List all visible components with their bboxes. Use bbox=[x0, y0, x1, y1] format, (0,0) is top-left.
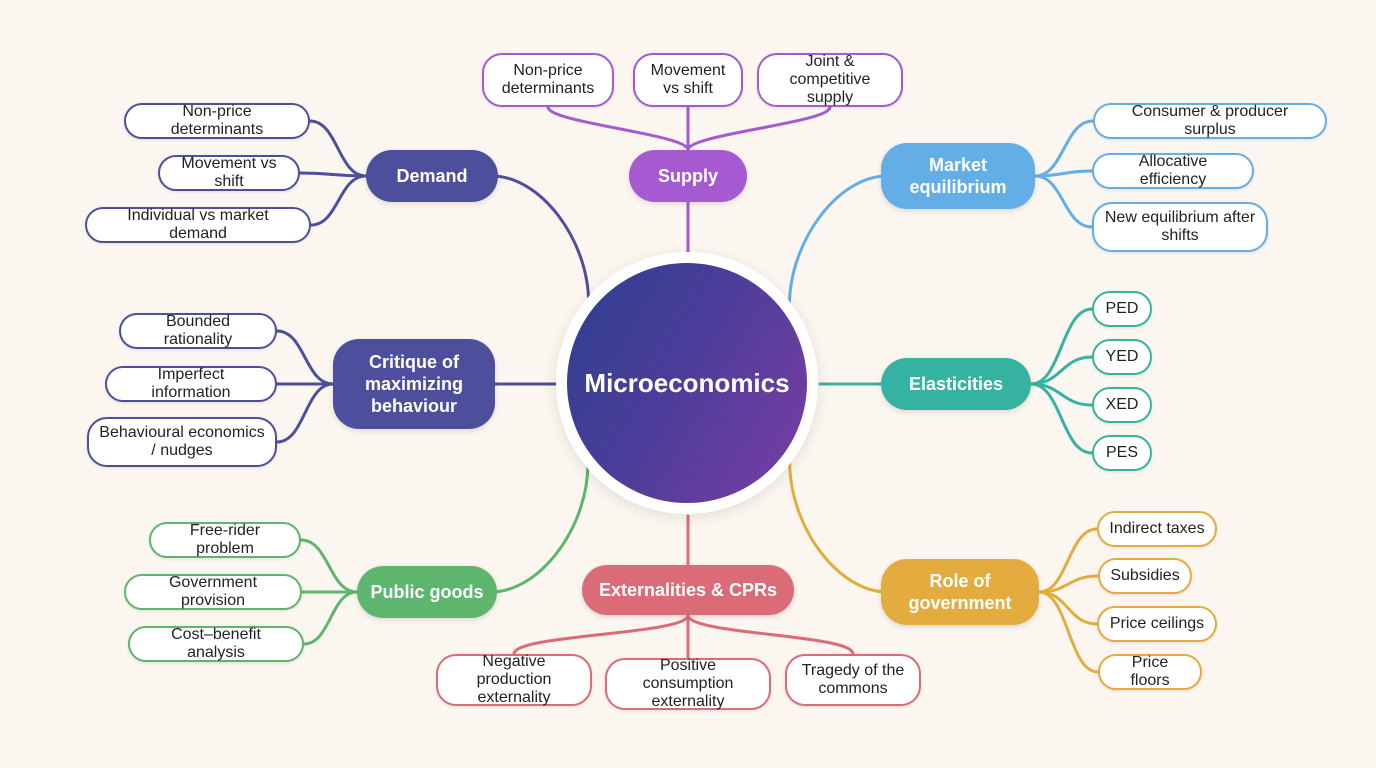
connector-center-public bbox=[489, 462, 590, 594]
connector-government-leaf-3 bbox=[1037, 590, 1100, 674]
branch-demand[interactable]: Demand bbox=[366, 150, 498, 202]
leaf-tragedy-of-the-commons[interactable]: Tragedy of the commons bbox=[785, 654, 921, 706]
connector-government-leaf-2 bbox=[1037, 590, 1099, 626]
connector-market-leaf-2 bbox=[1033, 174, 1094, 229]
leaf-new-equilibrium-after-shifts[interactable]: New equilibrium after shifts bbox=[1092, 202, 1268, 252]
leaf-consumer-producer-surplus[interactable]: Consumer & producer surplus bbox=[1093, 103, 1327, 139]
leaf-government-provision[interactable]: Government provision bbox=[124, 574, 302, 610]
leaf-supply-movement-vs-shift[interactable]: Movement vs shift bbox=[633, 53, 743, 107]
connector-externalities-leaf-2 bbox=[686, 613, 855, 656]
leaf-allocative-efficiency[interactable]: Allocative efficiency bbox=[1092, 153, 1254, 189]
connector-demand-leaf-0 bbox=[308, 119, 368, 178]
leaf-price-floors[interactable]: Price floors bbox=[1098, 654, 1202, 690]
leaf-negative-production-externality[interactable]: Negative production externality bbox=[436, 653, 592, 706]
leaf-positive-consumption-externality[interactable]: Positive consumption externality bbox=[605, 657, 771, 710]
leaf-joint-competitive-supply[interactable]: Joint & competitive supply bbox=[757, 53, 903, 107]
leaf-demand-movement-vs-shift[interactable]: Movement vs shift bbox=[158, 155, 300, 191]
connector-center-government bbox=[788, 460, 889, 594]
connector-demand-leaf-1 bbox=[298, 171, 368, 178]
leaf-subsidies[interactable]: Subsidies bbox=[1098, 558, 1192, 594]
leaf-ped[interactable]: PED bbox=[1092, 291, 1152, 327]
connector-government-leaf-0 bbox=[1037, 527, 1099, 594]
connector-center-demand bbox=[490, 174, 591, 305]
connector-supply-leaf-2 bbox=[686, 105, 832, 152]
connector-center-market bbox=[787, 174, 889, 308]
branch-externalities-cprs[interactable]: Externalities & CPRs bbox=[582, 565, 794, 615]
central-topic-node[interactable]: Microeconomics bbox=[556, 252, 818, 514]
leaf-supply-non-price-determinants[interactable]: Non-price determinants bbox=[482, 53, 614, 107]
leaf-pes[interactable]: PES bbox=[1092, 435, 1152, 471]
leaf-demand-non-price-determinants[interactable]: Non-price determinants bbox=[124, 103, 310, 139]
leaf-behavioural-economics-nudges[interactable]: Behavioural economics / nudges bbox=[87, 417, 277, 467]
connector-elasticities-leaf-0 bbox=[1029, 307, 1094, 386]
leaf-yed[interactable]: YED bbox=[1092, 339, 1152, 375]
branch-critique-of-maximizing-behaviour[interactable]: Critique of maximizing behaviour bbox=[333, 339, 495, 429]
central-topic-circle: Microeconomics bbox=[567, 263, 807, 503]
leaf-bounded-rationality[interactable]: Bounded rationality bbox=[119, 313, 277, 349]
branch-elasticities[interactable]: Elasticities bbox=[881, 358, 1031, 410]
connector-demand-leaf-2 bbox=[309, 174, 368, 227]
leaf-xed[interactable]: XED bbox=[1092, 387, 1152, 423]
leaf-cost-benefit-analysis[interactable]: Cost–benefit analysis bbox=[128, 626, 304, 662]
central-topic-label: Microeconomics bbox=[584, 367, 790, 398]
branch-market-equilibrium[interactable]: Market equilibrium bbox=[881, 143, 1035, 209]
connector-critique-leaf-2 bbox=[275, 382, 335, 444]
leaf-imperfect-information[interactable]: Imperfect information bbox=[105, 366, 277, 402]
connector-public-leaf-2 bbox=[302, 590, 359, 646]
connector-elasticities-leaf-3 bbox=[1029, 382, 1094, 455]
connector-public-leaf-0 bbox=[299, 538, 359, 594]
connector-externalities-leaf-0 bbox=[512, 613, 690, 656]
branch-role-of-government[interactable]: Role of government bbox=[881, 559, 1039, 625]
leaf-free-rider-problem[interactable]: Free-rider problem bbox=[149, 522, 301, 558]
leaf-price-ceilings[interactable]: Price ceilings bbox=[1097, 606, 1217, 642]
connector-critique-leaf-0 bbox=[275, 329, 335, 386]
connector-supply-leaf-0 bbox=[546, 105, 690, 152]
branch-supply[interactable]: Supply bbox=[629, 150, 747, 202]
leaf-individual-vs-market-demand[interactable]: Individual vs market demand bbox=[85, 207, 311, 243]
leaf-indirect-taxes[interactable]: Indirect taxes bbox=[1097, 511, 1217, 547]
connector-market-leaf-0 bbox=[1033, 119, 1095, 178]
branch-public-goods[interactable]: Public goods bbox=[357, 566, 497, 618]
